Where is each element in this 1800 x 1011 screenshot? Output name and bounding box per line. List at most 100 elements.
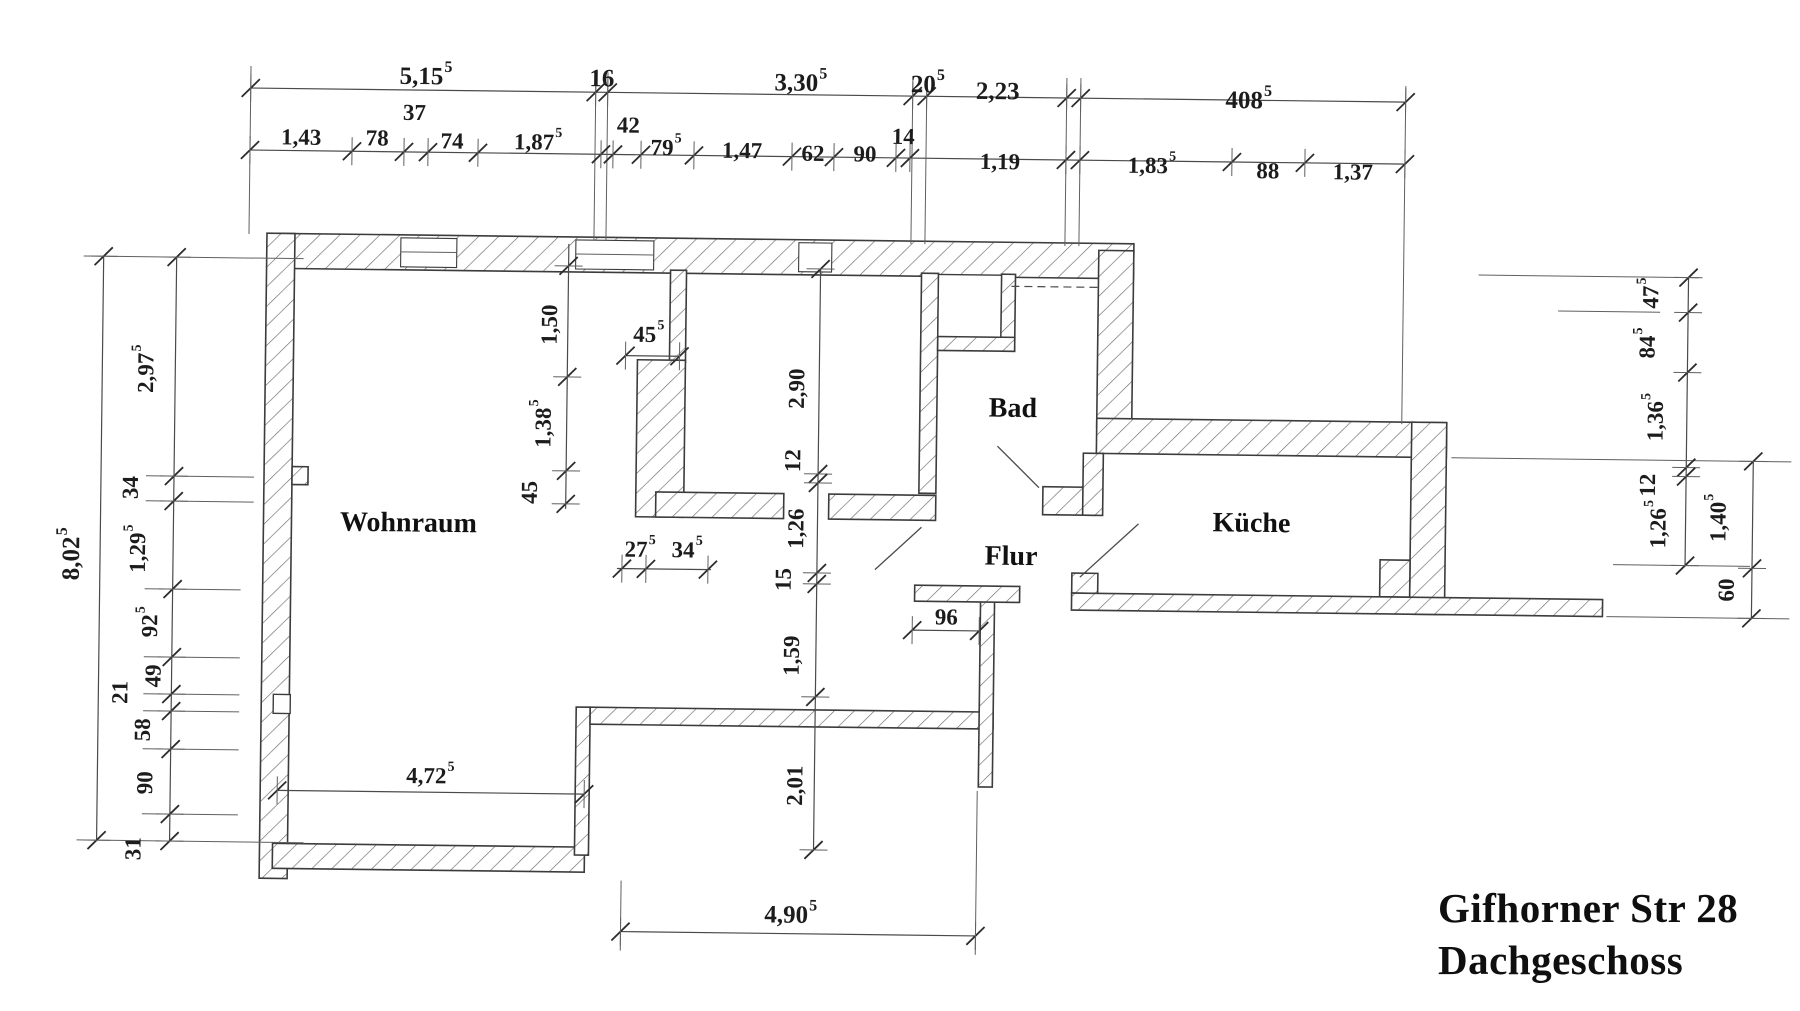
room-label-bad: Bad: [989, 393, 1038, 425]
title-block: Gifhorner Str 28 Dachgeschoss: [1438, 882, 1738, 987]
door-bad: [996, 445, 1040, 489]
dimension-label: 5,155: [399, 58, 452, 90]
room-label-flur: Flur: [984, 541, 1037, 573]
dimension-label: 45: [516, 481, 541, 504]
dimension-label: 1,59: [778, 635, 803, 676]
dimension-label: 12: [1634, 473, 1659, 496]
dimension-label: 475: [1634, 277, 1663, 308]
dimension-label: 90: [132, 771, 157, 794]
dimension-label: 2,90: [783, 368, 808, 409]
dimension-label: 455: [633, 317, 664, 346]
dimension-label: 2,975: [129, 344, 158, 393]
wall-step-vertical: [573, 706, 592, 856]
bad-dashed-line: [1011, 285, 1102, 289]
title-line-2: Dachgeschoss: [1438, 937, 1684, 984]
wall-bottom-band: [1070, 592, 1604, 618]
dim-45-5: [625, 355, 680, 357]
dimension-label: 58: [129, 718, 154, 741]
dim-472: [277, 789, 585, 795]
door-swings: [874, 445, 1139, 578]
dimension-label: 1,295: [121, 524, 150, 573]
dimension-label: 1,37: [1333, 159, 1374, 184]
wall-flur-vertical: [977, 598, 996, 788]
dim-490: [620, 930, 976, 937]
chain-left-outer: [95, 256, 105, 841]
wall-left-bump: [291, 465, 309, 486]
dimension-label: 34: [117, 475, 142, 499]
dimension-label: 1,875: [514, 125, 563, 154]
dimension-label: 4,905: [764, 896, 817, 928]
openings: [272, 237, 1102, 715]
wall-bad-east: [1095, 249, 1135, 429]
dimension-label: 12: [780, 449, 805, 472]
dimension-label: 4,725: [406, 759, 455, 788]
room-label-wohnraum: Wohnraum: [340, 507, 477, 540]
wall-kueche-north: [1095, 417, 1448, 459]
dim-27-34: [616, 567, 711, 571]
wall-bad-west: [918, 272, 940, 495]
dimension-label: 795: [650, 131, 681, 160]
window-top-3: [797, 242, 833, 273]
dimension-label: 60: [1713, 578, 1738, 601]
dimension-label: 49: [140, 664, 165, 687]
wall-kueche-west-upper: [1081, 452, 1105, 517]
dimension-label: 2,01: [782, 765, 807, 806]
room-label-küche: Küche: [1212, 507, 1290, 539]
wall-kueche-pillar: [1378, 559, 1411, 599]
wall-top: [269, 232, 1135, 280]
title-line-1: Gifhorner Str 28: [1438, 885, 1739, 931]
dimension-label: 14: [892, 123, 916, 148]
dimension-label: 42: [617, 112, 640, 137]
dimension-label: 1,405: [1701, 494, 1730, 543]
wall-bad-south-west: [827, 493, 937, 522]
chain-top-inner: [249, 149, 1405, 165]
walls: [258, 232, 1604, 880]
dimension-label: 21: [107, 681, 132, 704]
dimension-label: 1,47: [722, 137, 763, 162]
wall-corridor-bottom: [589, 706, 994, 730]
wall-left: [258, 232, 296, 880]
chain-middle: [812, 268, 822, 850]
dimension-label: 4085: [1225, 82, 1272, 114]
dimension-label: 205: [911, 66, 945, 98]
chain-right-outer: [1750, 461, 1754, 619]
dimension-label: 16: [589, 65, 614, 92]
left-wall-notch: [272, 693, 292, 715]
dimension-label: 845: [1630, 327, 1659, 358]
dimension-label: 1,19: [980, 148, 1021, 173]
wall-kueche-east: [1408, 421, 1448, 616]
dimension-label: 1,43: [281, 124, 322, 149]
dimension-label: 3,305: [774, 64, 827, 96]
dimension-label: 1,265: [1641, 500, 1670, 549]
wall-kueche-west-return: [1070, 572, 1099, 595]
floor-plan: 5,155163,3052052,2340851,437837741,87542…: [53, 58, 1792, 955]
dimension-label: 88: [1256, 158, 1279, 183]
dimension-label: 62: [801, 140, 824, 165]
door-zimmer: [874, 526, 922, 571]
wall-midroom-south: [654, 491, 785, 520]
chain-top-outer: [250, 87, 1406, 103]
dimension-label: 2,23: [976, 77, 1020, 105]
dimension-label: 78: [366, 125, 389, 150]
dimension-chains: [95, 87, 1754, 937]
dimension-label: 31: [120, 837, 145, 860]
dimension-label: 96: [935, 604, 958, 629]
dimension-label: 1,365: [1638, 393, 1667, 442]
bad-niche-box: [937, 273, 1003, 338]
dimension-label: 1,385: [526, 399, 555, 448]
wall-96-band: [913, 584, 1021, 604]
tick-marks: [82, 73, 1768, 950]
dimension-label: 8,025: [53, 527, 85, 580]
dimension-label: 1,26: [783, 508, 808, 549]
dim-96: [912, 629, 980, 632]
dimension-label: 74: [440, 128, 464, 153]
window-top-1-midline: [400, 251, 457, 254]
window-top-2-midline: [575, 253, 654, 256]
dimension-label: 275: [625, 532, 656, 561]
dimension-label: 1,50: [536, 304, 561, 345]
wall-bad-niche-bottom: [936, 335, 1016, 353]
dimension-label: 1,835: [1128, 148, 1177, 177]
wall-bottom-left: [271, 842, 586, 873]
